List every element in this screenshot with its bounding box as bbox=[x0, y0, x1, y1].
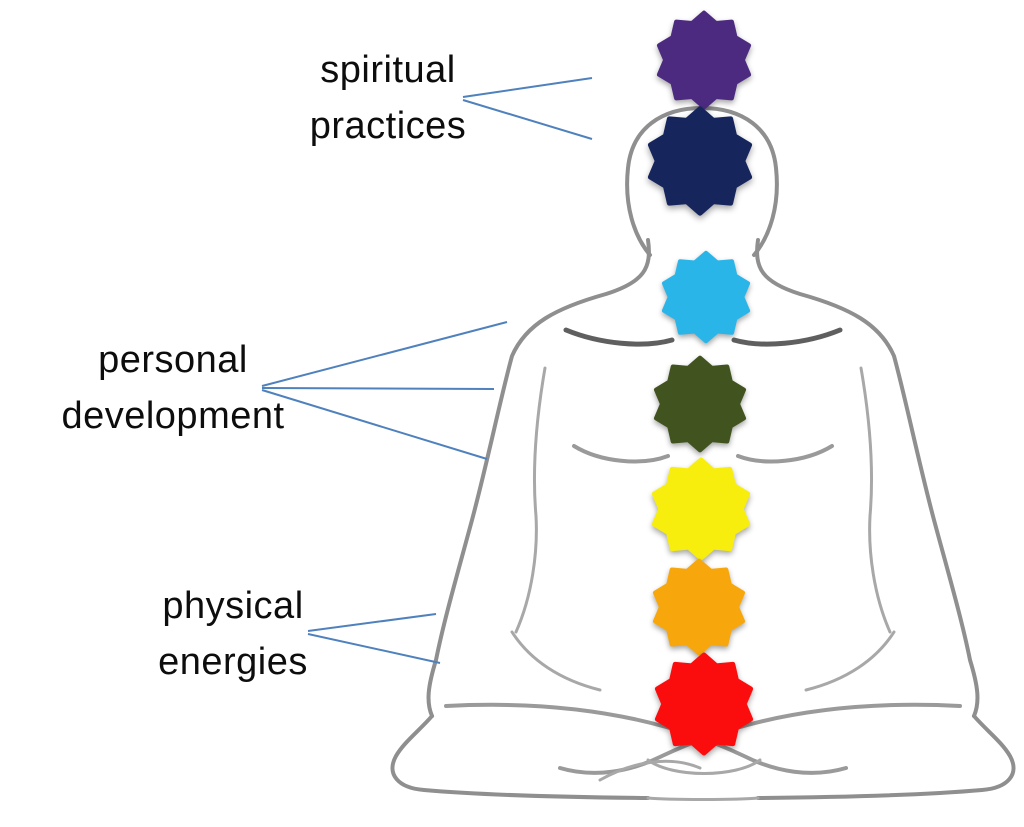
label-personal-development: personal development bbox=[48, 332, 298, 444]
left-chest-curve bbox=[572, 444, 670, 464]
connector-personal-heart bbox=[261, 387, 495, 390]
base-line bbox=[646, 796, 760, 801]
chakra-crown bbox=[659, 13, 748, 107]
left-torso-line bbox=[514, 366, 547, 634]
label-spiritual-practices-line2: practices bbox=[309, 105, 467, 147]
label-personal-development-line2: development bbox=[61, 395, 285, 437]
foot-curve bbox=[598, 759, 702, 782]
label-physical-energies-line1: physical bbox=[162, 585, 304, 627]
chakra-solar-plexus bbox=[654, 460, 747, 558]
chakra-third-eye bbox=[651, 109, 750, 213]
right-collarbone bbox=[731, 327, 843, 347]
chakra-heart bbox=[656, 358, 743, 450]
right-thigh-line bbox=[804, 630, 896, 692]
connector-physical-sacral bbox=[307, 613, 437, 632]
lap-curve bbox=[646, 758, 762, 775]
chakra-throat bbox=[664, 253, 748, 341]
right-arm-outline bbox=[755, 238, 980, 718]
right-leg-outline bbox=[756, 714, 1016, 800]
left-thigh-line bbox=[510, 630, 602, 692]
chakra-root bbox=[657, 655, 750, 753]
label-spiritual-practices-line1: spiritual bbox=[320, 49, 456, 91]
left-collarbone bbox=[563, 327, 675, 347]
label-personal-development-line1: personal bbox=[98, 339, 248, 381]
label-physical-energies: physical energies bbox=[128, 578, 338, 690]
connector-spiritual-thirdeye bbox=[462, 99, 593, 140]
connector-lines bbox=[261, 77, 593, 664]
right-torso-line bbox=[859, 366, 892, 634]
label-physical-energies-line2: energies bbox=[158, 641, 308, 683]
body-outline bbox=[390, 106, 1016, 801]
left-arm-outline bbox=[426, 238, 651, 718]
connector-personal-throat bbox=[261, 321, 508, 387]
left-leg-outline bbox=[390, 714, 650, 800]
connector-physical-root bbox=[307, 633, 441, 664]
chakra-group bbox=[651, 13, 751, 753]
connector-personal-solar bbox=[261, 389, 488, 460]
chakra-sacral bbox=[655, 561, 742, 653]
right-chest-curve bbox=[736, 444, 834, 464]
label-spiritual-practices: spiritual practices bbox=[268, 42, 508, 154]
connector-spiritual-crown bbox=[462, 77, 593, 98]
